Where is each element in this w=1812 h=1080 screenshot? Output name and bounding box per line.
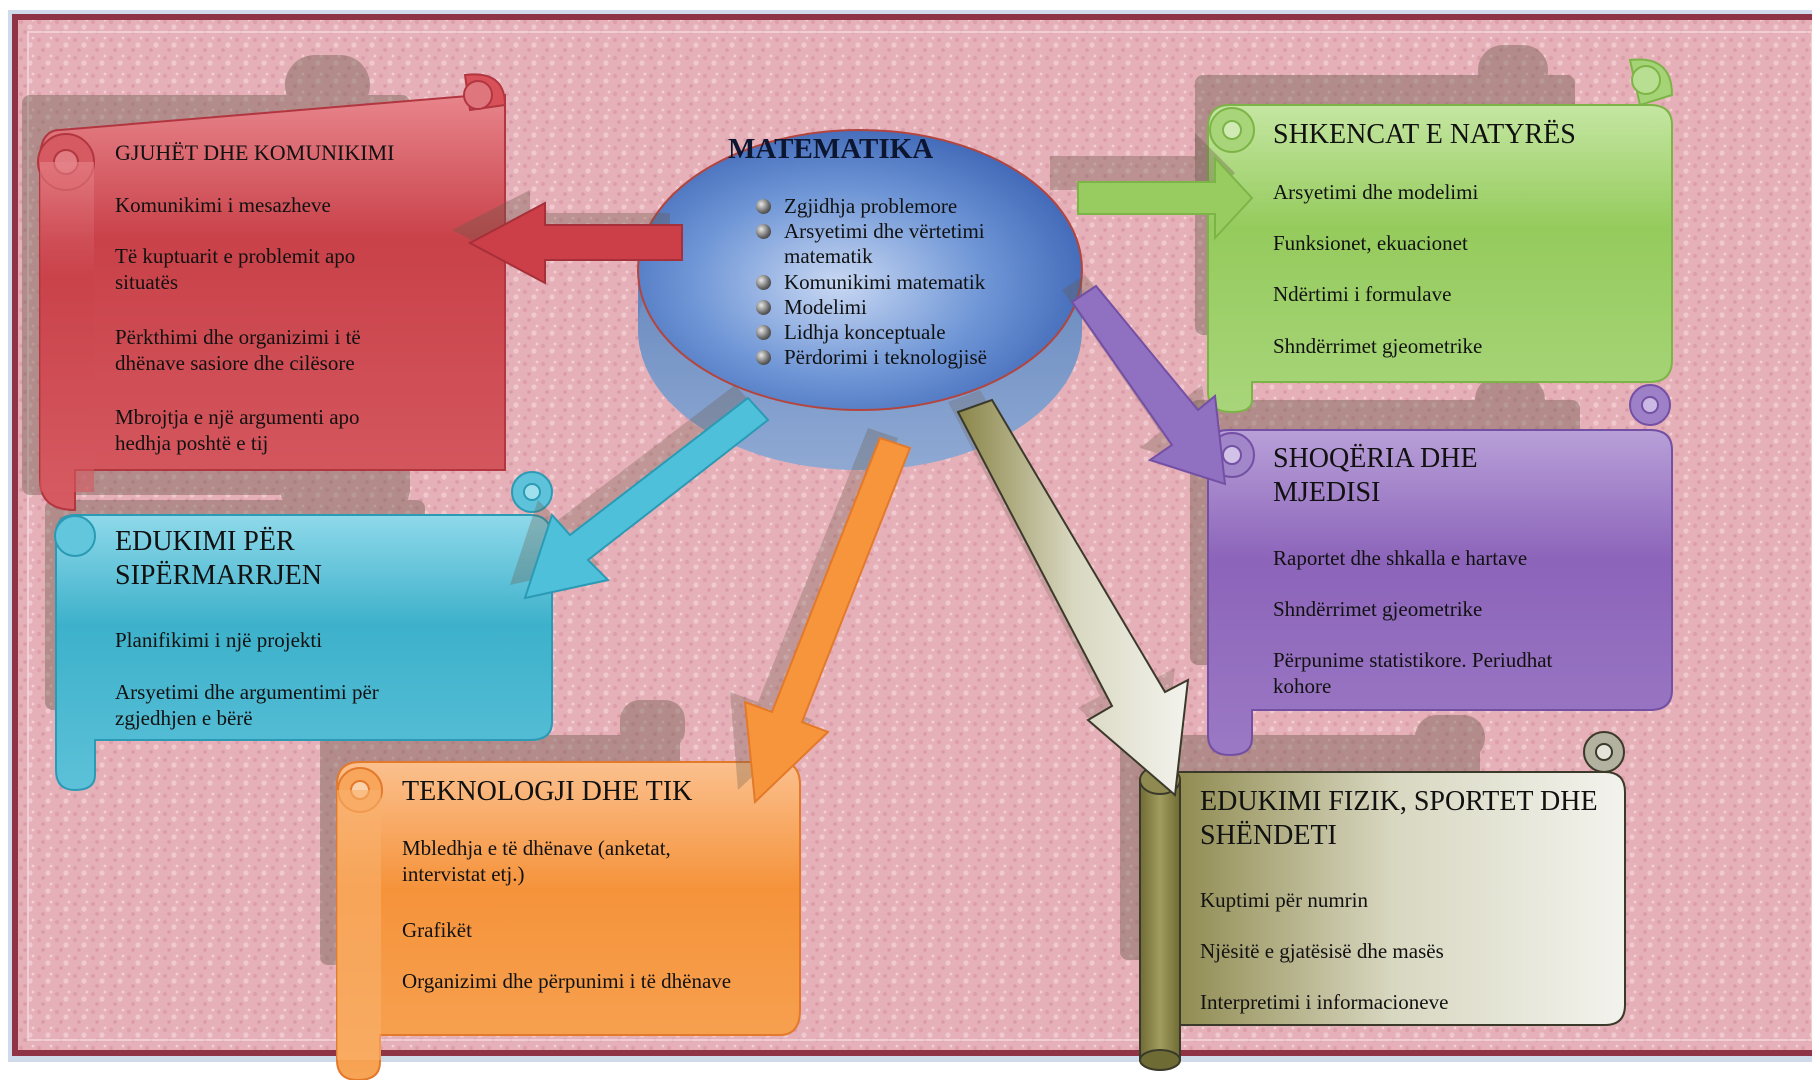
shkencat-item-1: Arsyetimi dhe modelimi	[1273, 180, 1479, 204]
bullet-icon	[756, 224, 771, 240]
shoqeria-item-1: Raportet dhe shkalla e hartave	[1273, 546, 1528, 570]
gjuhet-item-2: Të kuptuarit e problemit apo situatës	[115, 244, 356, 294]
shoqeria-title: SHOQËRIA DHE MJEDISI	[1273, 443, 1478, 509]
hub-item: Modelimi	[750, 295, 1040, 320]
arrow-to-gjuhet	[452, 190, 683, 285]
sipermarrjen-item-2: Arsyetimi dhe argumentimi për zgjedhjen …	[115, 680, 379, 730]
gjuhet-item-1: Komunikimi i mesazheve	[115, 193, 331, 217]
arrow-to-shkencat	[1050, 133, 1254, 241]
hub-item: Zgjidhja problemore	[750, 194, 1040, 219]
hub-title: MATEMATIKA	[728, 133, 934, 165]
teknologji-item-2: Grafikët	[402, 918, 472, 942]
scroll-gjuhet	[37, 73, 507, 512]
gjuhet-item-3: Përkthimi dhe organizimi i të dhënave sa…	[115, 325, 361, 375]
bullet-icon	[756, 199, 771, 214]
scroll-shkencat	[1207, 58, 1674, 414]
fizik-item-2: Njësitë e gjatësisë dhe masës	[1200, 939, 1444, 963]
sipermarrjen-item-1: Planifikimi i një projekti	[115, 628, 323, 652]
shkencat-item-3: Ndërtimi i formulave	[1273, 282, 1452, 306]
shoqeria-item-3: Përpunime statistikore. Periudhat kohore	[1273, 648, 1553, 698]
fizik-item-1: Kuptimi për numrin	[1200, 888, 1368, 912]
shoqeria-item-2: Shndërrimet gjeometrike	[1273, 597, 1483, 621]
bullet-icon	[756, 299, 771, 315]
sipermarrjen-title: EDUKIMI PËR SIPËRMARRJEN	[115, 526, 322, 592]
fizik-title: EDUKIMI FIZIK, SPORTET DHE SHËNDETI	[1200, 786, 1598, 852]
teknologji-item-3: Organizimi dhe përpunimi i të dhënave	[402, 969, 732, 993]
shkencat-item-2: Funksionet, ekuacionet	[1273, 231, 1468, 255]
arrow-to-fizik	[948, 390, 1190, 797]
hub-item: Arsyetimi dhe vërtetimi matematik	[750, 219, 1040, 269]
fizik-item-3: Interpretimi i informacioneve	[1200, 990, 1449, 1014]
bullet-icon	[756, 324, 771, 340]
shkencat-title: SHKENCAT E NATYRËS	[1273, 119, 1576, 150]
hub-item: Komunikimi matematik	[750, 270, 1040, 295]
arrow-to-shoqeria	[1062, 275, 1227, 486]
teknologji-item-1: Mbledhja e të dhënave (anketat, intervis…	[402, 836, 671, 886]
gjuhet-item-4: Mbrojtja e një argumenti apo hedhja posh…	[115, 405, 360, 455]
scroll-teknologji	[336, 761, 801, 1080]
hub-list: Zgjidhja problemore Arsyetimi dhe vërtet…	[750, 194, 1040, 370]
arrow-to-sipermarrjen	[510, 385, 770, 600]
teknologji-title: TEKNOLOGJI DHE TIK	[402, 776, 693, 807]
bullet-icon	[756, 350, 771, 366]
arrow-to-teknologji	[730, 428, 912, 805]
scroll-fizik	[1139, 731, 1626, 1071]
hub-item: Përdorimi i teknologjisë	[750, 345, 1040, 370]
gjuhet-title: GJUHËT DHE KOMUNIKIMI	[115, 140, 395, 165]
shkencat-item-4: Shndërrimet gjeometrike	[1273, 334, 1483, 358]
hub-item: Lidhja konceptuale	[750, 320, 1040, 345]
bullet-icon	[756, 274, 771, 290]
